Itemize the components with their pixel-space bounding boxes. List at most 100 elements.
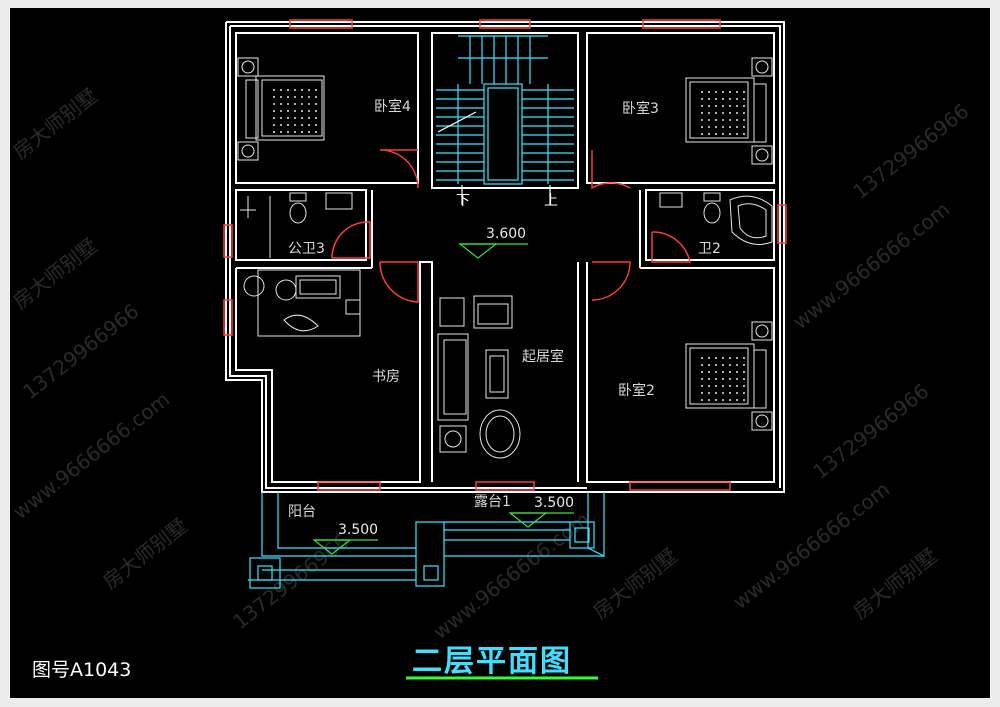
- bed-dot: [743, 392, 745, 394]
- bed-dot: [736, 98, 738, 100]
- bed-dot: [708, 357, 710, 359]
- bed-dot: [722, 112, 724, 114]
- bed-dot: [308, 89, 310, 91]
- living-sofa-set: [437, 295, 521, 459]
- watermark-text: 房大师别墅: [98, 513, 192, 593]
- elevation-marker: [312, 243, 574, 555]
- room-label-living: 起居室: [522, 349, 564, 365]
- bed-dot: [729, 119, 731, 121]
- bed-dot: [736, 357, 738, 359]
- bed-dot: [701, 91, 703, 93]
- bed-dot: [715, 364, 717, 366]
- elevation-balcony: 3.500: [338, 522, 379, 538]
- watermark-text: www.9666666.com: [788, 197, 954, 334]
- bed-dot: [315, 96, 317, 98]
- bed-dot: [308, 96, 310, 98]
- bed-dot: [273, 117, 275, 119]
- bed-dot: [708, 105, 710, 107]
- bed-dot: [701, 385, 703, 387]
- bed: [685, 57, 773, 165]
- room-label-bedroom4: 卧室4: [374, 99, 411, 115]
- bed-dot: [301, 89, 303, 91]
- bed-dot: [287, 96, 289, 98]
- bed-dot: [308, 110, 310, 112]
- bed-dot: [729, 105, 731, 107]
- window: [642, 19, 721, 29]
- toilet: [289, 192, 721, 224]
- bed-dot: [715, 371, 717, 373]
- bed-dot: [722, 98, 724, 100]
- room-label-bath2: 卫2: [698, 241, 721, 257]
- bed-dot: [715, 385, 717, 387]
- bed-dot: [701, 112, 703, 114]
- bed-dot: [722, 91, 724, 93]
- window: [475, 481, 535, 491]
- bed-dot: [729, 364, 731, 366]
- bed-dot: [743, 399, 745, 401]
- bed-dot: [729, 385, 731, 387]
- bed-dot: [701, 392, 703, 394]
- bed-dot: [729, 112, 731, 114]
- bed-dot: [294, 110, 296, 112]
- bed-dot: [722, 364, 724, 366]
- stair-down-label: 下: [456, 193, 470, 209]
- window: [479, 19, 531, 29]
- door-swing: [591, 261, 631, 301]
- bed-dot: [708, 98, 710, 100]
- bed-dot: [743, 371, 745, 373]
- bed-dot: [708, 378, 710, 380]
- bed-dot: [736, 133, 738, 135]
- bed-dot: [715, 119, 717, 121]
- bed: [685, 321, 773, 431]
- bed-dot: [722, 378, 724, 380]
- bed-dot: [708, 133, 710, 135]
- sink: [325, 192, 773, 245]
- bed-dot: [729, 378, 731, 380]
- bed-dot: [729, 133, 731, 135]
- bed-dot: [280, 117, 282, 119]
- bed-dot: [708, 112, 710, 114]
- room-label-bedroom3: 卧室3: [622, 101, 659, 117]
- bed-dot: [729, 399, 731, 401]
- bed-dot: [308, 117, 310, 119]
- bed-dot: [722, 371, 724, 373]
- bed-dot: [708, 91, 710, 93]
- bed-dot: [273, 96, 275, 98]
- watermark-layer: www.9666666.com 房大师别墅 13729966966 137299…: [8, 83, 973, 643]
- bed-dot: [273, 124, 275, 126]
- bed-dot: [708, 364, 710, 366]
- bed-dot: [722, 126, 724, 128]
- windows: [223, 19, 787, 491]
- watermark-text: 13729966966: [848, 99, 973, 204]
- bed-dot: [287, 131, 289, 133]
- bed-dot: [708, 385, 710, 387]
- bed-dot: [701, 371, 703, 373]
- bed-dot: [722, 133, 724, 135]
- room-label-public-bath3: 公卫3: [288, 241, 325, 257]
- stair-up-label: 上: [544, 193, 558, 209]
- watermark-text: www.9666666.com: [428, 507, 594, 644]
- bed-dot: [708, 119, 710, 121]
- bed-dot: [315, 89, 317, 91]
- bed-dot: [315, 131, 317, 133]
- bed-dot: [715, 105, 717, 107]
- door-swing: [651, 231, 691, 263]
- bed-dot: [729, 392, 731, 394]
- bed-dot: [294, 103, 296, 105]
- window: [629, 481, 731, 491]
- drawing-number: 图号A1043: [32, 659, 132, 681]
- window: [223, 224, 233, 258]
- watermark-text: 房大师别墅: [8, 83, 102, 163]
- bed-dot: [287, 117, 289, 119]
- bed-dot: [273, 131, 275, 133]
- bed-dot: [701, 399, 703, 401]
- bed-dot: [743, 364, 745, 366]
- watermark-text: 13729966966: [18, 299, 143, 404]
- bed-dots: [273, 89, 745, 401]
- bed-dot: [301, 124, 303, 126]
- doors: [331, 149, 691, 303]
- bed-dot: [722, 399, 724, 401]
- bed-dot: [315, 103, 317, 105]
- room-label-balcony: 阳台: [288, 504, 316, 520]
